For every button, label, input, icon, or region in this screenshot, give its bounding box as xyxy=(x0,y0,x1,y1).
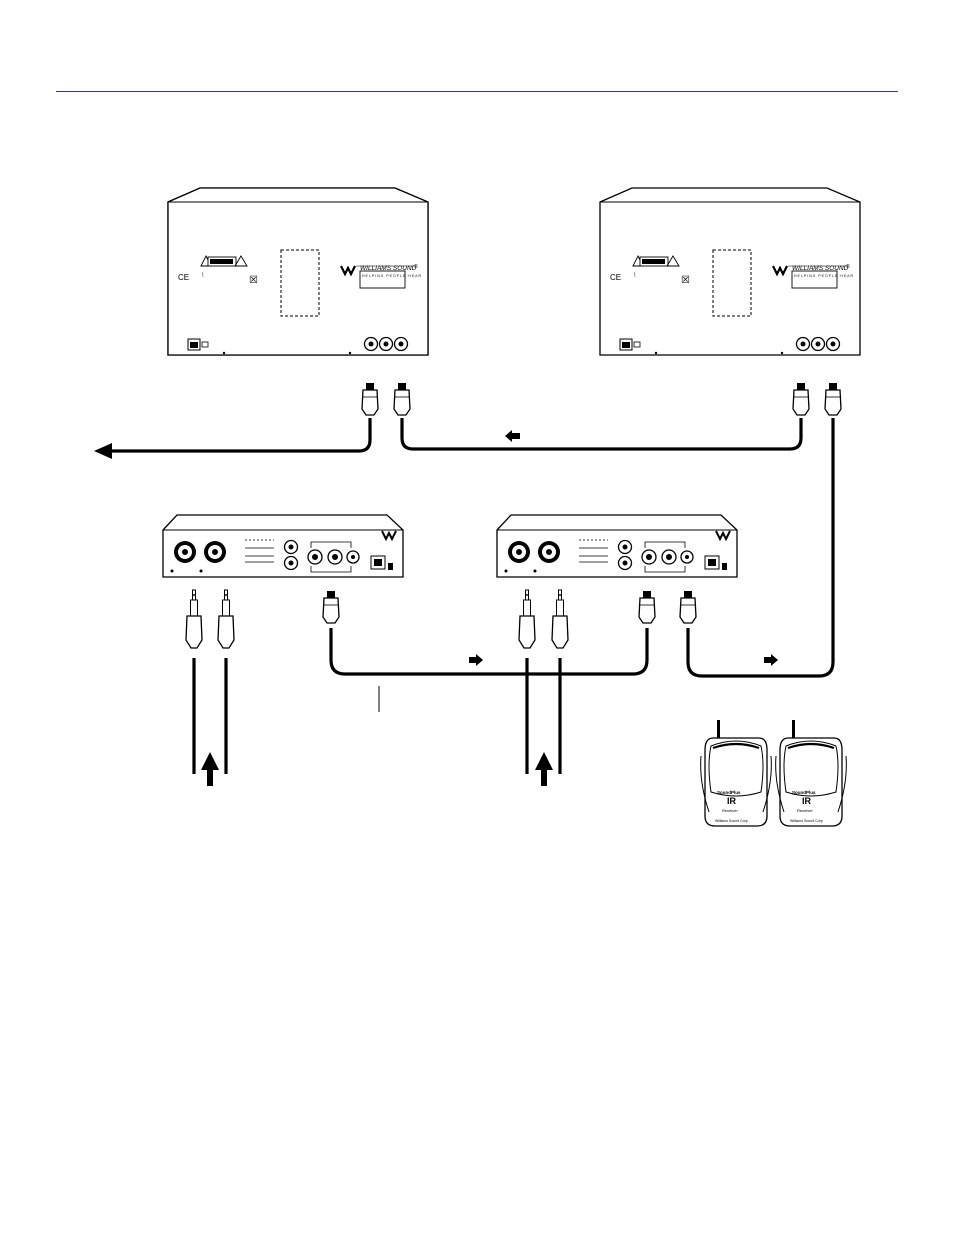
receiver-footer: Williams Sound Corp xyxy=(790,819,823,823)
ce-mark: CE xyxy=(610,273,621,282)
cable-emitter-link xyxy=(402,418,801,449)
arrow-icon xyxy=(469,654,483,666)
modulator-left xyxy=(163,515,403,577)
cable-emitter-out xyxy=(108,418,370,451)
brand-name: WILLIAMS SOUND xyxy=(360,265,417,272)
brand-tagline: HELPING PEOPLE HEAR xyxy=(362,274,422,278)
receiver-model: IR xyxy=(727,796,737,806)
cables xyxy=(108,418,833,774)
receiver-brand: SoundPlus xyxy=(717,790,741,795)
wheelie-bin-icon: ☒ xyxy=(681,275,690,286)
receiver-type: Receiver xyxy=(797,808,813,813)
arrow-icon xyxy=(201,752,219,786)
modulator-right xyxy=(497,515,737,577)
receiver-brand: SoundPlus xyxy=(792,790,816,795)
wheelie-bin-icon: ☒ xyxy=(249,275,258,286)
receiver-type: Receiver xyxy=(722,808,738,813)
receiver-footer: Williams Sound Corp xyxy=(715,819,748,823)
arrow-icon xyxy=(535,752,553,786)
brand-name: WILLIAMS SOUND xyxy=(792,265,849,272)
arrow-icon xyxy=(764,654,778,666)
brand-registered: ® xyxy=(414,263,418,270)
arrow-icon xyxy=(505,430,520,442)
ce-mark: CE xyxy=(178,273,189,282)
brand-registered: ® xyxy=(846,263,850,270)
phone-plugs xyxy=(186,590,568,648)
arrow-icon xyxy=(94,443,112,459)
cable-modulator-link xyxy=(331,628,647,674)
receiver-model: IR xyxy=(802,796,812,806)
brand-tagline: HELPING PEOPLE HEAR xyxy=(794,274,854,278)
